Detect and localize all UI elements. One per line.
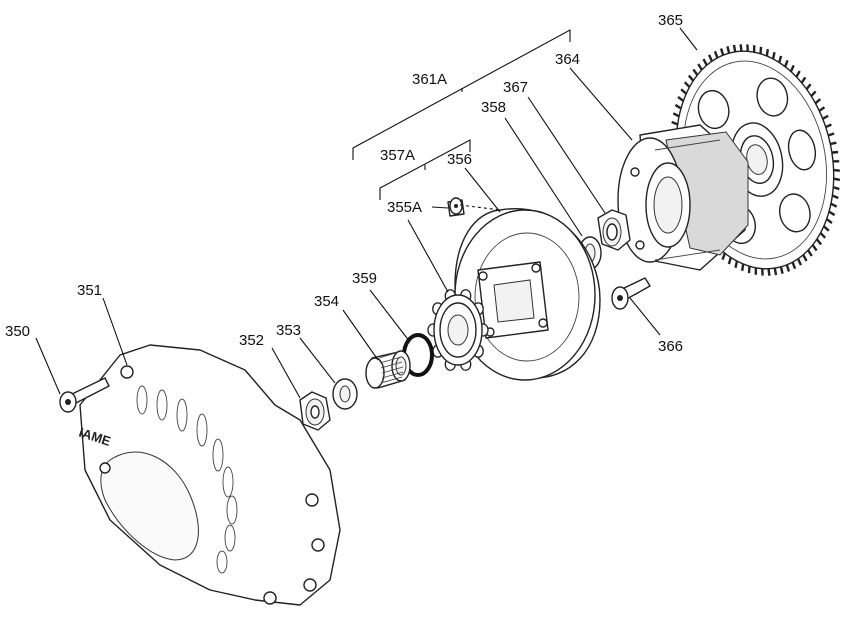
- part-355A-bolt: [447, 197, 465, 217]
- gear-tooth: [827, 141, 837, 146]
- part-353-washer: [332, 378, 358, 410]
- part-352-nut: [299, 391, 331, 431]
- part-351-clutch-cover: IAME: [77, 344, 341, 606]
- part-labels: 350 351 352 353 354 359 355A 357A 356 36…: [5, 12, 683, 355]
- label-353: 353: [276, 322, 301, 339]
- label-367: 367: [503, 79, 528, 96]
- label-355A: 355A: [387, 199, 422, 216]
- part-366-screw: [611, 277, 651, 310]
- part-357A-sprocket: [427, 289, 489, 371]
- label-366: 366: [658, 338, 683, 355]
- label-361A: 361A: [412, 71, 447, 88]
- leader-lines: [35, 27, 698, 399]
- label-350: 350: [5, 323, 30, 340]
- label-357A: 357A: [380, 147, 415, 164]
- part-364-clutch-bell: [617, 124, 749, 271]
- part-356-clutch-drum: [454, 208, 601, 381]
- label-354: 354: [314, 293, 339, 310]
- label-358: 358: [481, 99, 506, 116]
- part-354-needle-bearing: [365, 350, 411, 389]
- label-352: 352: [239, 332, 264, 349]
- label-359: 359: [352, 270, 377, 287]
- part-350-bolt: [59, 377, 110, 413]
- label-356: 356: [447, 151, 472, 168]
- part-367-nut: [597, 209, 631, 251]
- label-364: 364: [555, 51, 580, 68]
- label-365: 365: [658, 12, 683, 29]
- label-351: 351: [77, 282, 102, 299]
